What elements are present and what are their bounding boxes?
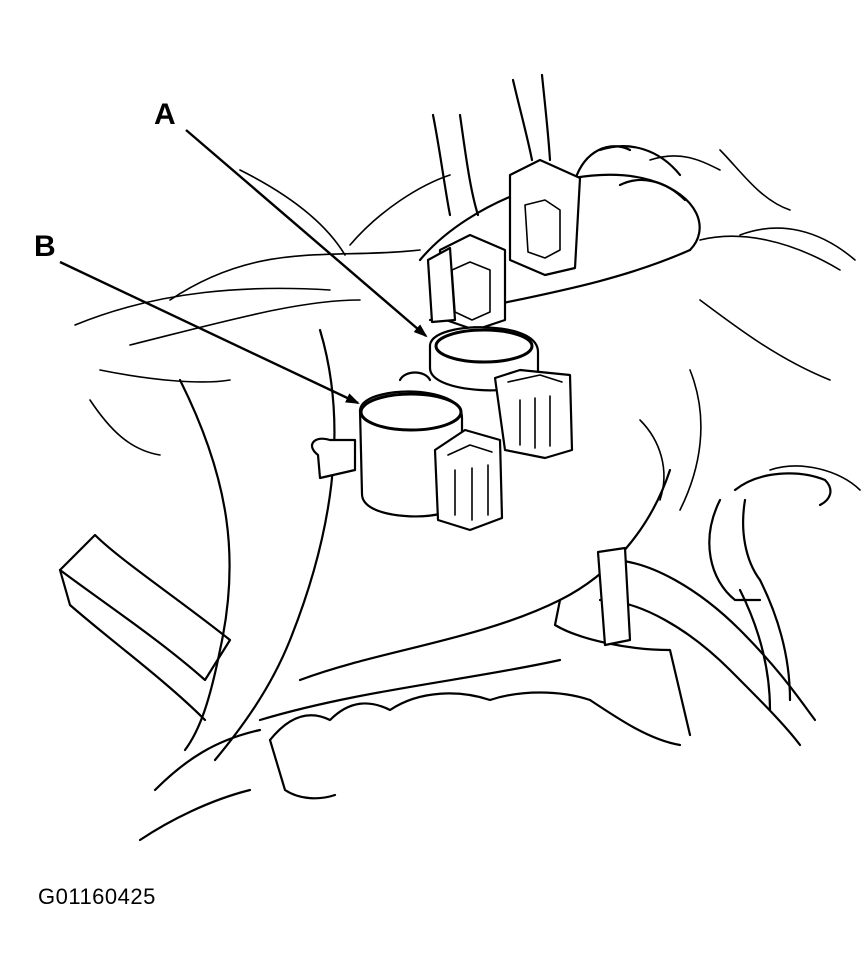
leader-line-a: [185, 129, 428, 338]
upper-connectors: [426, 158, 582, 332]
sensor-a: [428, 326, 574, 460]
sensor-b: [311, 371, 504, 532]
callout-label-a: A: [154, 98, 176, 131]
intake-pipe: [58, 328, 336, 842]
engine-background-outline: [74, 149, 861, 511]
leader-line-b: [59, 260, 360, 405]
figure-id: G01160425: [38, 884, 156, 909]
callout-label-b: B: [34, 230, 56, 263]
wiring-harness: [418, 145, 701, 322]
vacuum-hose: [596, 472, 832, 747]
sensor-wires: [431, 73, 552, 217]
